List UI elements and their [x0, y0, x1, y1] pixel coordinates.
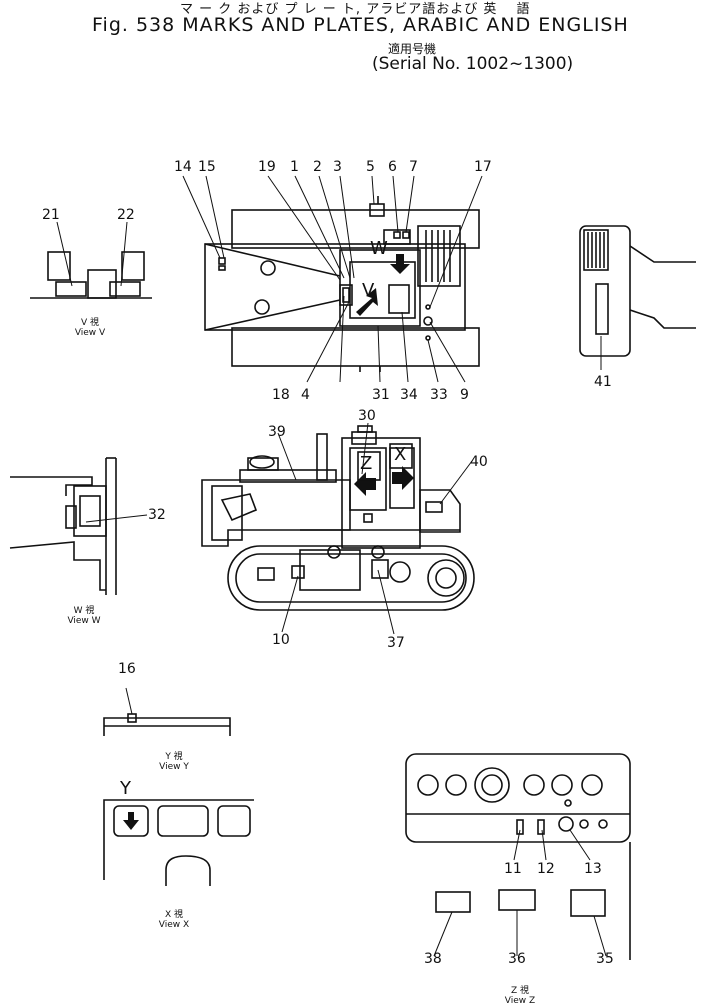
callout-11: 11 [504, 861, 522, 877]
japanese-title: マ ー ク および プ レ ー ト, アラビア語および 英 語 [180, 2, 531, 17]
figure-title: Fig. 538 MARKS AND PLATES, ARABIC AND EN… [92, 14, 629, 36]
callout-40: 40 [470, 454, 488, 470]
callout-7: 7 [409, 159, 418, 175]
view-z-en: View Z [504, 996, 536, 1006]
callout-5: 5 [366, 159, 375, 175]
view-y-caption: Y 視 View Y [152, 752, 196, 772]
callout-14: 14 [174, 159, 192, 175]
view-z-arrow-icon [354, 472, 376, 496]
callout-33: 33 [430, 387, 448, 403]
callout-39: 39 [268, 424, 286, 440]
view-x-drawing [103, 799, 254, 886]
view-y-drawing [103, 687, 231, 736]
callout-30: 30 [358, 408, 376, 424]
view-z-box [357, 451, 381, 481]
view-z-drawing [405, 753, 631, 960]
callout-38: 38 [424, 951, 442, 967]
view-x-en: View X [158, 920, 190, 930]
view-w-jp: W 視 [73, 606, 95, 616]
view-x-letter: X [394, 444, 407, 465]
serial-range: (Serial No. 1002~1300) [372, 54, 574, 74]
view-w-caption: W 視 View W [62, 606, 106, 626]
view-y-arrow-icon [123, 812, 139, 830]
callout-4: 4 [301, 387, 310, 403]
view-x-caption: X 視 View X [152, 910, 196, 930]
view-x-box [389, 443, 413, 469]
view-41-drawing [579, 225, 696, 370]
view-x-jp: X 視 [164, 910, 184, 920]
callout-22: 22 [117, 207, 135, 223]
callout-2: 2 [313, 159, 322, 175]
callout-12: 12 [537, 861, 555, 877]
view-w-en: View W [67, 616, 101, 626]
callout-37: 37 [387, 635, 405, 651]
callout-9: 9 [460, 387, 469, 403]
view-z-caption: Z 視 View Z [498, 986, 542, 1006]
top-view-leader-lines [182, 175, 483, 383]
callout-36: 36 [508, 951, 526, 967]
view-v-en: View V [74, 328, 106, 338]
view-v-drawing [30, 221, 152, 299]
callout-21: 21 [42, 207, 60, 223]
view-y-letter: Y [120, 778, 131, 799]
callout-34: 34 [400, 387, 418, 403]
view-w-drawing [9, 457, 148, 595]
callout-16: 16 [118, 661, 136, 677]
callout-10: 10 [272, 632, 290, 648]
view-z-jp: Z 視 [510, 986, 530, 996]
callout-35: 35 [596, 951, 614, 967]
view-v-arrow-icon [356, 288, 378, 316]
callout-19: 19 [258, 159, 276, 175]
callout-17: 17 [474, 159, 492, 175]
view-x-arrow-icon [392, 466, 414, 490]
serial-japanese-label: 適用号機 [388, 42, 437, 56]
view-v-jp: V 視 [80, 318, 100, 328]
callout-41: 41 [594, 374, 612, 390]
top-view-machine [204, 196, 480, 372]
callout-31: 31 [372, 387, 390, 403]
callout-3: 3 [333, 159, 342, 175]
view-w-arrow-icon [390, 254, 410, 274]
callout-15: 15 [198, 159, 216, 175]
view-y-en: View Y [159, 762, 189, 772]
view-y-jp: Y 視 [165, 752, 183, 762]
view-v-caption: V 視 View V [68, 318, 112, 338]
view-w-letter: W [370, 238, 388, 259]
callout-13: 13 [584, 861, 602, 877]
view-z-letter: Z [360, 453, 373, 474]
view-v-letter: V [362, 280, 375, 301]
callout-6: 6 [388, 159, 397, 175]
callout-1: 1 [290, 159, 299, 175]
callout-32: 32 [148, 507, 166, 523]
side-view-machine [201, 422, 475, 635]
callout-18: 18 [272, 387, 290, 403]
